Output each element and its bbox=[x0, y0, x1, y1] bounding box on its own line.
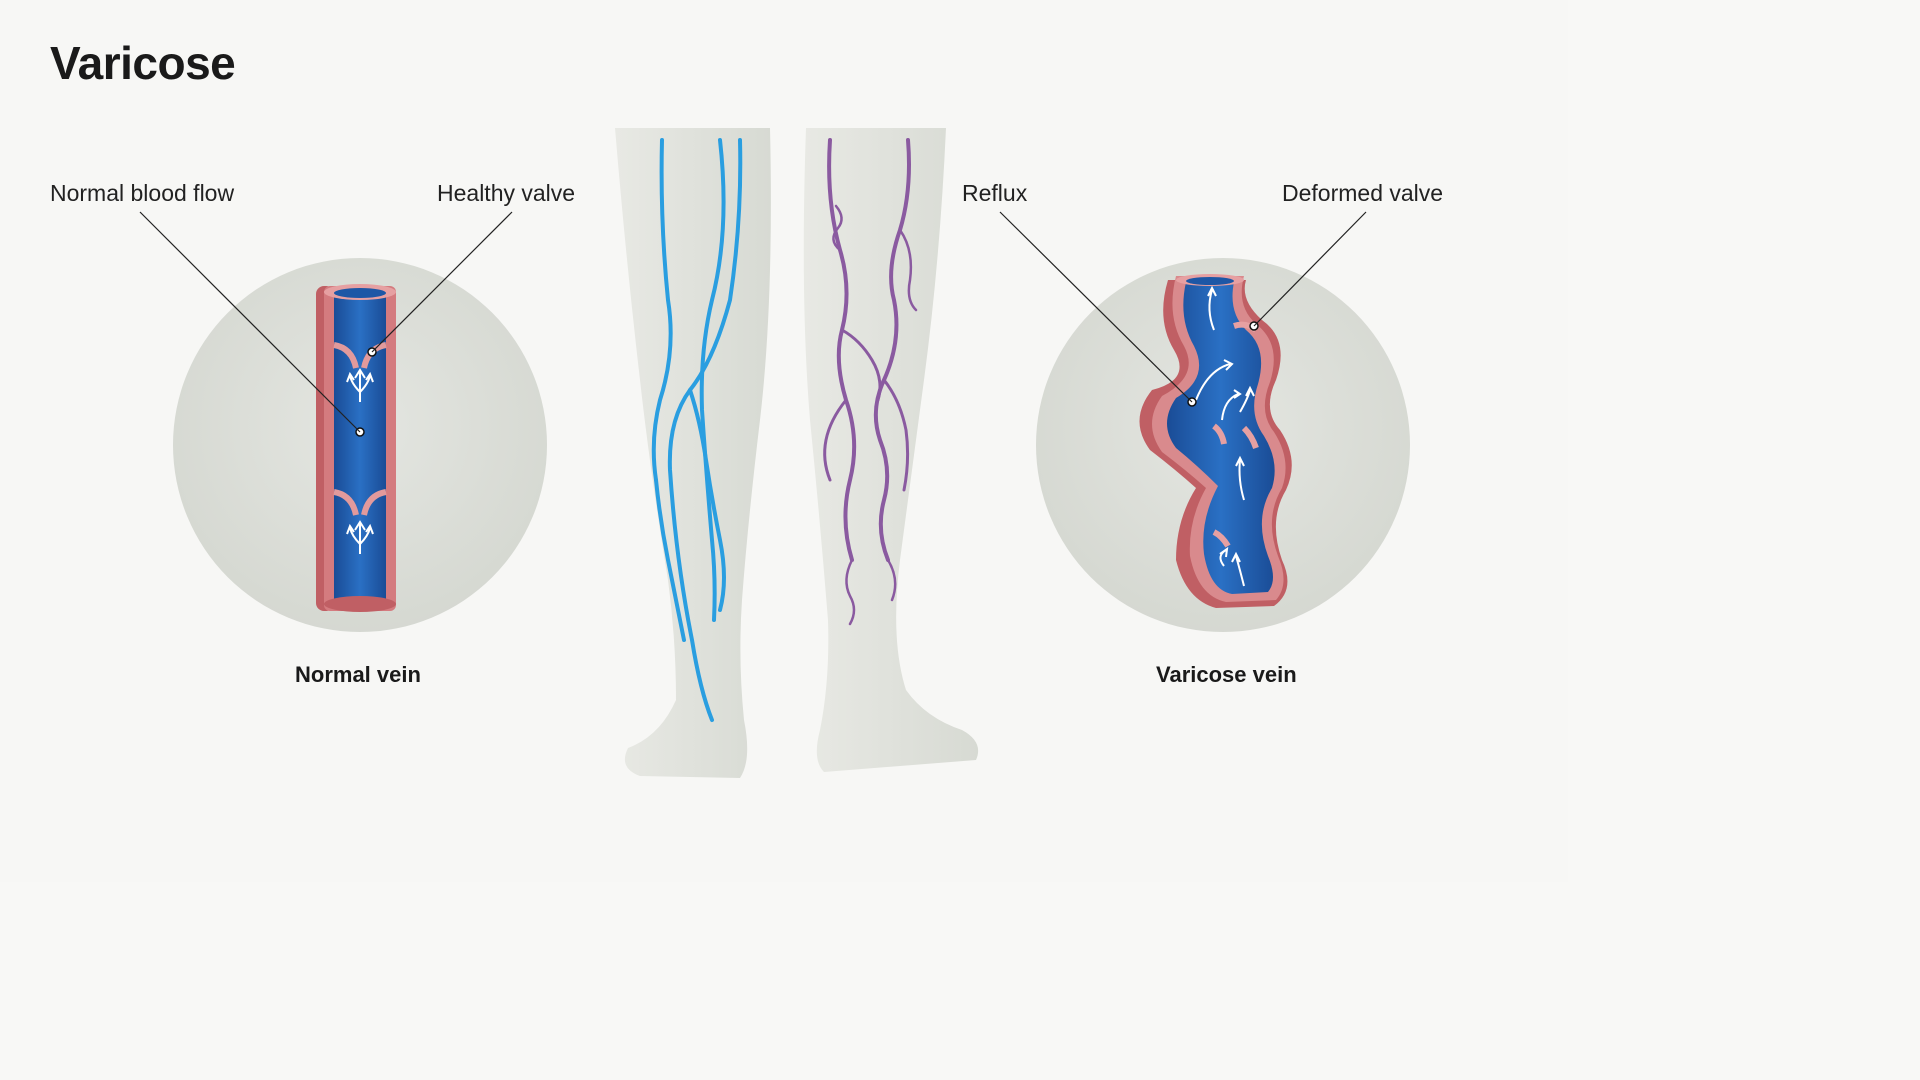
reflux-label: Reflux bbox=[962, 180, 1028, 206]
varicose-leg bbox=[803, 128, 979, 772]
healthy-valve-leader bbox=[371, 211, 513, 353]
diagram-canvas bbox=[139, 128, 1410, 778]
healthy-valve-left bbox=[333, 342, 359, 369]
healthy-leg bbox=[615, 128, 771, 778]
page-title: Varicose bbox=[50, 37, 236, 89]
legs-illustration bbox=[615, 128, 979, 778]
normal-flow-leader bbox=[139, 211, 361, 433]
normal-flow-arrows bbox=[346, 368, 374, 554]
lower-valve-right bbox=[361, 489, 387, 516]
lower-valve-left bbox=[333, 489, 359, 516]
deformed-valve-leader bbox=[1253, 211, 1367, 327]
reflux-leader bbox=[999, 211, 1193, 403]
healthy-valve-label: Healthy valve bbox=[437, 180, 576, 206]
normal-vein-blood bbox=[334, 292, 386, 605]
healthy-vein-lines bbox=[651, 138, 743, 722]
normal-vein-illustration bbox=[139, 211, 547, 632]
varicose-vein-caption: Varicose vein bbox=[1156, 662, 1297, 687]
reflux-arrows bbox=[1195, 285, 1255, 587]
deformed-valve-label: Deformed valve bbox=[1282, 180, 1444, 206]
normal-vein-caption: Normal vein bbox=[295, 662, 421, 687]
varicose-vein-illustration bbox=[999, 211, 1410, 632]
varicose-vein-lines bbox=[823, 138, 918, 626]
normal-blood-flow-label: Normal blood flow bbox=[50, 180, 235, 206]
page: Varicose bbox=[50, 37, 1444, 778]
